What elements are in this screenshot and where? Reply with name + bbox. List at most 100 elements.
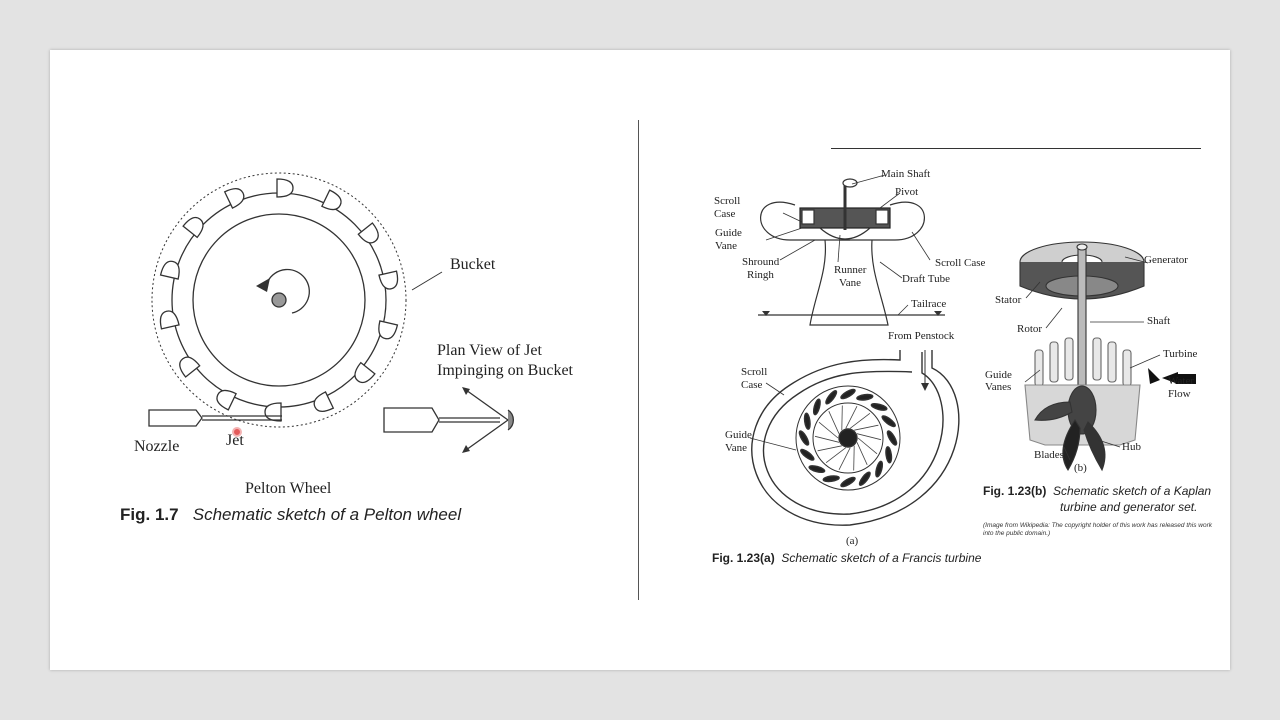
runner-curve bbox=[819, 227, 871, 240]
label-nozzle: Nozzle bbox=[134, 438, 180, 455]
deflect-down-head bbox=[462, 445, 470, 453]
runner-blade-line bbox=[841, 405, 843, 431]
scroll-right bbox=[840, 201, 925, 241]
bucket-shape bbox=[354, 361, 376, 384]
label-plan-view-2: Impinging on Bucket bbox=[437, 362, 573, 379]
guide-block-right bbox=[875, 209, 889, 225]
label-hub: Hub bbox=[1122, 441, 1141, 453]
guide-vane-shape bbox=[825, 390, 838, 405]
penstock-arrowhead bbox=[921, 383, 929, 391]
leader-scroll-left bbox=[782, 212, 803, 223]
runner-blade-line bbox=[838, 447, 851, 470]
label-turbine: Turbine bbox=[1163, 348, 1198, 360]
guide-vane-shape bbox=[800, 448, 815, 461]
cursor-indicator bbox=[232, 427, 242, 437]
guide-block-left bbox=[801, 209, 815, 225]
wheel-hub bbox=[271, 292, 287, 308]
guide-vane-shape bbox=[870, 402, 888, 411]
label-guide-vanes-2: Vanes bbox=[985, 381, 1012, 393]
pitch-circle bbox=[151, 172, 407, 428]
label-water-1: Water bbox=[1168, 375, 1194, 387]
wheel-inner-disc bbox=[192, 213, 366, 387]
caption-text-2: turbine and generator set. bbox=[1060, 500, 1198, 514]
runner-blade-line bbox=[825, 447, 847, 464]
bucket-shape bbox=[378, 270, 399, 290]
leader-runner bbox=[837, 234, 841, 263]
francis-elevation-drawing bbox=[758, 174, 945, 326]
draft-tube-shape bbox=[809, 239, 889, 326]
leader-tailrace bbox=[897, 304, 909, 316]
note-line-2: into the public domain.) bbox=[983, 530, 1051, 538]
guide-vane-shape bbox=[858, 471, 871, 486]
runner-blade-line bbox=[856, 442, 868, 465]
caption-number: Fig. 1.23(b) bbox=[983, 484, 1047, 498]
kaplan-guide-vanes bbox=[1034, 337, 1132, 387]
leader-guide-vanes bbox=[1024, 369, 1041, 383]
caption-fig-1-23b: Fig. 1.23(b) Schematic sketch of a Kapla… bbox=[983, 484, 1211, 498]
leader-guide-vane bbox=[765, 227, 803, 241]
label-water-2: Flow bbox=[1168, 388, 1191, 400]
deflect-up bbox=[465, 389, 509, 421]
rotation-arrow bbox=[267, 268, 310, 314]
water-level-right bbox=[934, 311, 942, 316]
guide-vane-shape bbox=[803, 412, 811, 430]
scroll-left bbox=[760, 201, 850, 241]
wikipedia-note: (Image from Wikipedia: The copyright hol… bbox=[983, 522, 1212, 538]
label-shaft: Shaft bbox=[1147, 315, 1171, 327]
bucket-shape bbox=[216, 389, 237, 411]
runner-blade-line bbox=[817, 445, 842, 452]
label-blades: Blades bbox=[1034, 449, 1064, 461]
label-guide-vane-2: Vane bbox=[715, 240, 737, 252]
label-runner-2: Vane bbox=[839, 277, 861, 289]
bucket-shape bbox=[182, 216, 204, 239]
slide-page: Bucket Plan View of Jet Impinging on Buc… bbox=[50, 50, 1230, 670]
guide-vane-shape bbox=[840, 476, 856, 488]
caption-text: Schematic sketch of a Francis turbine bbox=[781, 551, 982, 565]
blade-3 bbox=[1034, 401, 1073, 421]
label-plan-view-1: Plan View of Jet bbox=[437, 342, 542, 359]
guide-ring bbox=[795, 385, 901, 491]
label-guide-vanes-1: Guide bbox=[985, 369, 1012, 381]
leader-stator bbox=[1025, 281, 1041, 299]
leader-hub bbox=[1097, 439, 1121, 448]
guide-vane-shape bbox=[856, 393, 874, 401]
leader-turbine bbox=[1129, 354, 1161, 369]
bucket-shape bbox=[264, 402, 282, 422]
spiral-outer bbox=[751, 350, 960, 526]
rotation-arrowhead bbox=[256, 278, 270, 292]
runner-blade-line bbox=[818, 421, 839, 439]
blade-1 bbox=[1062, 418, 1081, 472]
plan-hub bbox=[838, 428, 858, 448]
label-plan-guide-2: Vane bbox=[725, 442, 747, 454]
leader-plan-guide bbox=[749, 437, 797, 451]
water-level-left bbox=[762, 311, 770, 316]
label-guide-vane-1: Guide bbox=[715, 227, 742, 239]
kaplan-shaft bbox=[1077, 245, 1087, 397]
leader-scroll-right bbox=[911, 231, 931, 261]
label-pivot: Pivot bbox=[895, 186, 919, 198]
label-sub-b: (b) bbox=[1074, 462, 1087, 474]
runner-blade-line bbox=[845, 406, 858, 429]
guide-vane-shape bbox=[881, 415, 896, 428]
label-scroll-right: Scroll Case bbox=[935, 257, 986, 269]
guide-vane-group bbox=[798, 388, 898, 488]
diagram-canvas bbox=[148, 172, 1196, 526]
bucket-shape bbox=[276, 178, 294, 198]
water-arrow-head bbox=[1162, 372, 1178, 384]
leader-generator bbox=[1124, 256, 1149, 264]
bucket-leader bbox=[411, 271, 443, 291]
label-scroll-left-2: Case bbox=[714, 208, 736, 220]
caption-text-1: Schematic sketch of a Kaplan bbox=[1053, 484, 1212, 498]
caption-number: Fig. 1.23(a) bbox=[712, 551, 775, 565]
water-arrow-tail bbox=[1176, 374, 1196, 384]
label-shroud-2: Ringh bbox=[747, 269, 774, 281]
caption-fig-1-23b-line2: turbine and generator set. bbox=[1060, 500, 1197, 514]
label-scroll-left-1: Scroll bbox=[714, 195, 741, 207]
caption-fig-1-7: Fig. 1.7 Schematic sketch of a Pelton wh… bbox=[120, 505, 461, 525]
francis-plan-drawing bbox=[749, 350, 960, 526]
label-shroud-1: Shround bbox=[742, 256, 780, 268]
runner-blade-line bbox=[854, 424, 879, 431]
leader-main-shaft bbox=[851, 174, 886, 185]
plan-bucket bbox=[507, 409, 514, 431]
runner-blade-line bbox=[857, 437, 878, 455]
